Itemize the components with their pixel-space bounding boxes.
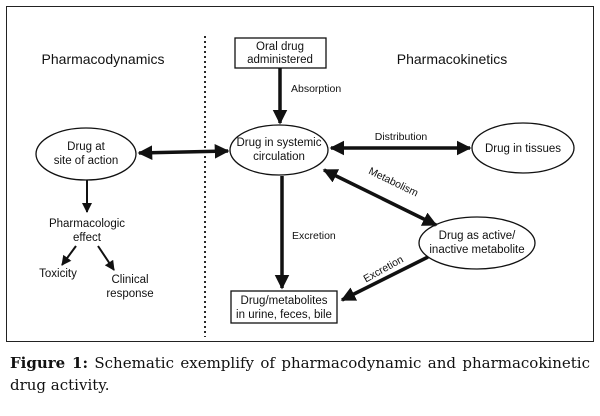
node-effect-line1: Pharmacologic bbox=[49, 218, 125, 230]
node-metabolite-line1: Drug as active/ bbox=[439, 230, 517, 242]
node-effect-line2: effect bbox=[73, 232, 102, 244]
node-systemic-line1: Drug in systemic bbox=[237, 137, 322, 149]
node-tissues-label: Drug in tissues bbox=[485, 143, 561, 155]
node-metabolite-line2: inactive metabolite bbox=[429, 244, 524, 256]
node-systemic-line2: circulation bbox=[253, 151, 305, 163]
caption-text: Schematic exemplify of pharmacodynamic a… bbox=[10, 354, 590, 394]
node-site-of-action bbox=[35, 127, 137, 181]
node-excreted-line1: Drug/metabolites bbox=[241, 295, 328, 307]
node-clinical-line1: Clinical bbox=[111, 274, 148, 286]
edge-label-absorption: Absorption bbox=[291, 83, 341, 95]
node-metabolite bbox=[418, 216, 536, 270]
node-oral-drug-line2: administered bbox=[247, 54, 313, 66]
node-site-line1: Drug at bbox=[67, 141, 106, 153]
node-site-line2: site of action bbox=[54, 155, 119, 167]
node-systemic-circulation bbox=[229, 124, 329, 176]
figure-caption: Figure 1: Schematic exemplify of pharmac… bbox=[10, 352, 590, 396]
node-toxicity: Toxicity bbox=[39, 268, 77, 280]
diagram: Pharmacodynamics Pharmacokinetics Oral d… bbox=[35, 36, 575, 337]
node-tissues bbox=[471, 122, 575, 174]
node-excreted bbox=[230, 290, 338, 324]
node-excreted-line2: in urine, feces, bile bbox=[236, 309, 332, 321]
arrow-metabolism bbox=[322, 168, 438, 227]
arrow-effect-clinical bbox=[97, 245, 115, 271]
node-oral-drug-line1: Oral drug bbox=[256, 41, 304, 53]
section-title-pharmacokinetics: Pharmacokinetics bbox=[397, 51, 508, 67]
node-oral-drug bbox=[234, 37, 327, 69]
node-clinical-line2: response bbox=[106, 288, 153, 300]
edge-label-distribution: Distribution bbox=[375, 131, 428, 143]
caption-label: Figure 1: bbox=[10, 354, 88, 372]
arrow-excretion-metabolite bbox=[340, 255, 429, 302]
arrow-site-systemic bbox=[137, 143, 230, 161]
arrow-effect-toxicity bbox=[61, 245, 77, 266]
section-title-pharmacodynamics: Pharmacodynamics bbox=[42, 51, 165, 67]
edge-label-excretion: Excretion bbox=[292, 230, 336, 242]
